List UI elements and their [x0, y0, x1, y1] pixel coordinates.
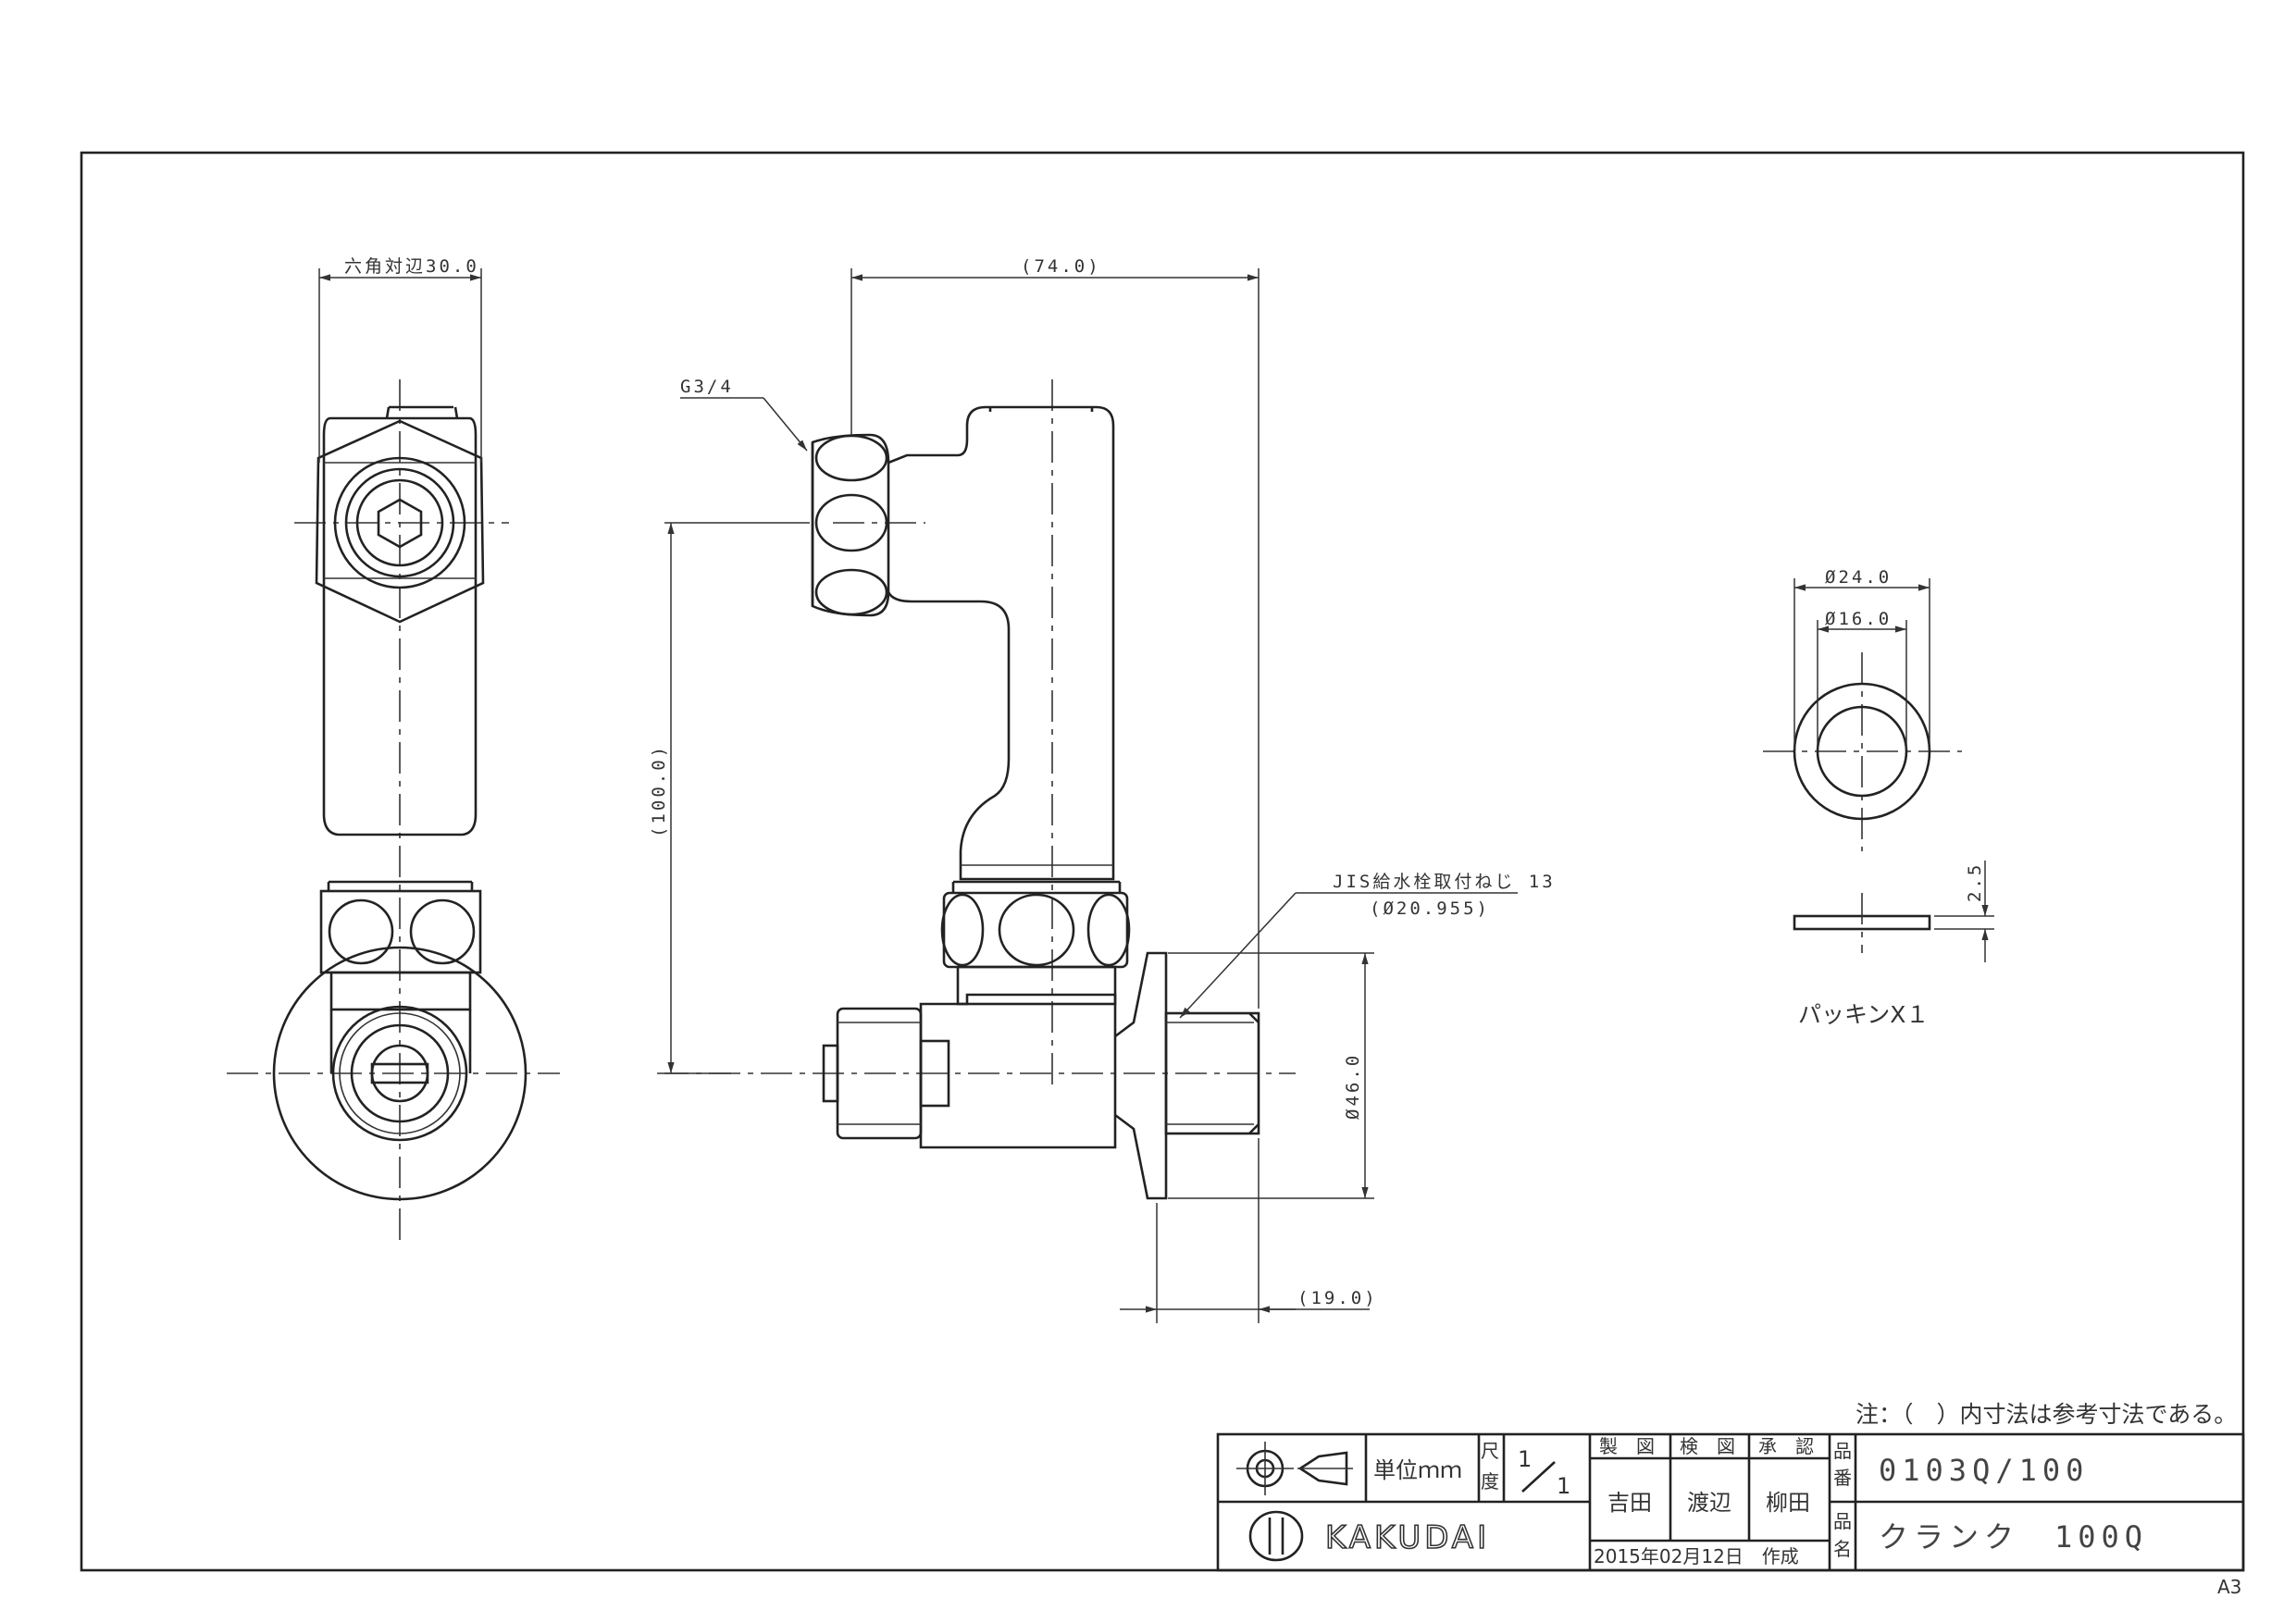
- hex-across-label: 六角対辺30.0: [344, 256, 479, 277]
- front-view: 六角対辺30.0: [227, 256, 560, 1240]
- approved-by: 柳田: [1766, 1490, 1810, 1516]
- third-angle-projection-icon: [1236, 1442, 1353, 1495]
- title-block: KAKUDAI 単位ｍｍ 尺 度 1 1 製 図 検 図 承 認 吉田 渡辺 柳…: [1216, 1432, 2245, 1572]
- part-no-label-2: 番: [1833, 1467, 1852, 1489]
- name-label-1: 品: [1833, 1510, 1852, 1532]
- checked-by-label: 検 図: [1680, 1435, 1735, 1457]
- dia-46-label: Ø46.0: [1343, 1053, 1363, 1120]
- scale-label-1: 尺: [1481, 1440, 1499, 1462]
- part-no-label-1: 品: [1833, 1440, 1852, 1462]
- part-number: 0103Q/100: [1879, 1453, 2089, 1488]
- sheet-size: A3: [2217, 1576, 2241, 1598]
- name-label-2: 名: [1833, 1538, 1852, 1560]
- reference-note: 注：（ ）内寸法は参考寸法である。: [1855, 1401, 2237, 1428]
- made-by: 吉田: [1607, 1490, 1652, 1516]
- scale-label-2: 度: [1481, 1470, 1499, 1493]
- height-100-label: (100.0): [649, 744, 669, 837]
- jis-dia-label: (Ø20.955): [1370, 898, 1490, 919]
- unit-text: 単位ｍｍ: [1373, 1457, 1462, 1483]
- side-view: (74.0) G3/4 (100.0) JIS給水栓取付ねじ 13 (Ø20.9…: [649, 256, 1556, 1323]
- packing-t-label: 2.5: [1965, 862, 1985, 902]
- drawn-date: 2015年02月12日 作成: [1594, 1545, 1799, 1567]
- sheet-border: [80, 151, 2245, 1572]
- scale-denominator: 1: [1557, 1473, 1570, 1499]
- length-74-label: (74.0): [1021, 256, 1101, 277]
- kakudai-logo: KAKUDAI: [1248, 1510, 1490, 1562]
- packing-od-label: Ø24.0: [1825, 567, 1892, 588]
- made-by-label: 製 図: [1599, 1435, 1655, 1457]
- packing-id-label: Ø16.0: [1825, 609, 1892, 629]
- checked-by: 渡辺: [1687, 1490, 1731, 1516]
- logo-text: KAKUDAI: [1325, 1519, 1490, 1556]
- g34-label: G3/4: [680, 377, 734, 397]
- jis-thread-label: JIS給水栓取付ねじ 13: [1333, 872, 1556, 892]
- packing-count-label: パッキンX１: [1798, 1001, 1929, 1028]
- length-19-label: (19.0): [1297, 1288, 1378, 1308]
- approved-by-label: 承 認: [1758, 1435, 1814, 1457]
- part-name: クランク 100Q: [1879, 1519, 2148, 1555]
- packing-view: Ø24.0 Ø16.0 2.5 パッキンX１: [1763, 567, 1994, 1028]
- scale-numerator: 1: [1518, 1446, 1532, 1472]
